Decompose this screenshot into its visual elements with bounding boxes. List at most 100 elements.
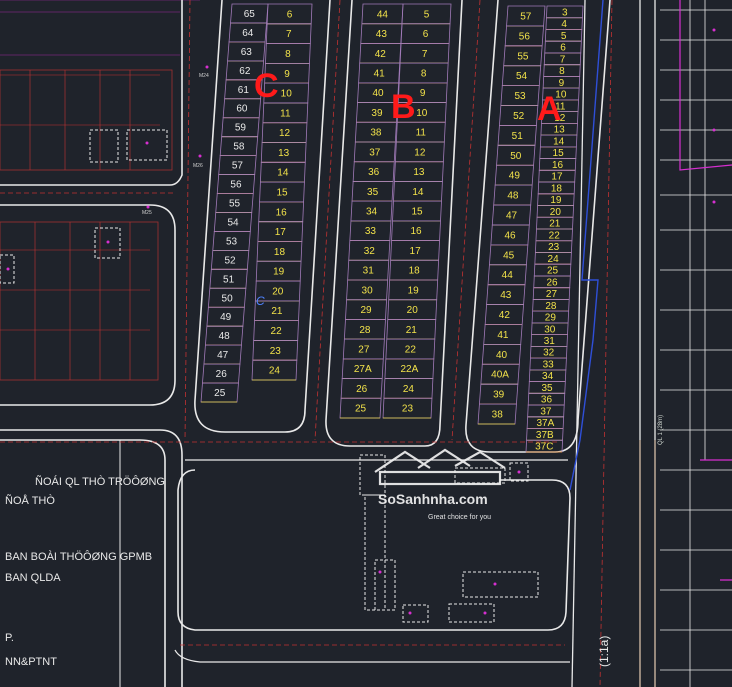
lot-number: 32 <box>543 348 555 359</box>
lot-number: 55 <box>517 51 529 62</box>
lot-number: 19 <box>550 195 562 206</box>
lot-number: 28 <box>359 325 371 336</box>
lot-number: 49 <box>509 171 521 182</box>
right-neighborhood <box>660 0 732 687</box>
right-magenta-line <box>679 0 732 581</box>
road-outlines <box>0 0 656 687</box>
lot-number: 9 <box>420 88 426 99</box>
lot-number: 18 <box>274 247 286 258</box>
lot-number: 40 <box>373 88 385 99</box>
block-label-a: A <box>537 90 562 128</box>
lot-number: 9 <box>559 78 565 89</box>
lot-number: 11 <box>416 128 427 139</box>
lot-number: 57 <box>520 11 532 22</box>
lot-number: 12 <box>554 113 566 124</box>
lot-number: 40 <box>496 350 508 361</box>
lot-number: 55 <box>229 199 241 210</box>
lot-number: 48 <box>219 331 231 342</box>
lot-number: 19 <box>273 267 285 278</box>
lot-number: 42 <box>499 310 511 321</box>
lot-number: 52 <box>513 111 525 122</box>
lot-number: 13 <box>278 148 290 159</box>
lot-number: 40A <box>491 370 509 381</box>
lot-number: 14 <box>553 136 565 147</box>
lot-number: 53 <box>226 236 238 247</box>
lot-number: 65 <box>244 9 256 20</box>
lot-number: 43 <box>376 29 388 40</box>
lot-number: 8 <box>285 49 291 60</box>
lot-number: 50 <box>510 151 522 162</box>
lot-number: 21 <box>549 219 561 230</box>
lot-number: 12 <box>414 147 426 158</box>
lot-number: 56 <box>230 180 242 191</box>
lot-number: 27 <box>546 289 558 300</box>
lot-number: 41 <box>374 69 386 80</box>
lot-number: 52 <box>225 255 237 266</box>
lot-number: 58 <box>233 142 245 153</box>
lot-number: 25 <box>214 388 226 399</box>
lot-number: 30 <box>362 285 374 296</box>
lot-number: 29 <box>545 313 557 324</box>
lot-number: 18 <box>409 266 421 277</box>
lot-number: 7 <box>286 29 292 40</box>
lot-number: 22A <box>400 364 418 375</box>
lot-number: 16 <box>276 207 288 218</box>
lot-number: 33 <box>543 359 555 370</box>
lot-number: 32 <box>364 246 376 257</box>
office-label-line1: ÑOÁI QL THÒ TRÖÔØNG <box>35 475 165 488</box>
lot-number: 54 <box>227 217 239 228</box>
lot-number: 23 <box>548 242 560 253</box>
lot-number: 8 <box>421 69 427 80</box>
lot-number: 22 <box>271 326 283 337</box>
ban-label-line1: BAN BOÀI THÖÔØNG GPMB <box>5 550 152 563</box>
lot-number: 39 <box>371 108 383 119</box>
lot-number: 13 <box>413 167 425 178</box>
lot-number: 9 <box>284 69 290 80</box>
lot-number: 62 <box>239 66 251 77</box>
lot-number: 33 <box>365 226 377 237</box>
lot-number: 47 <box>506 211 518 222</box>
lot-number: 15 <box>411 207 423 218</box>
watermark-house-icon <box>374 448 506 486</box>
lot-number: 46 <box>505 230 517 241</box>
lot-number: 34 <box>366 207 378 218</box>
lot-number: 26 <box>216 369 228 380</box>
office-label-line2: ÑOÅ THÒ <box>5 494 55 507</box>
lot-number: 42 <box>375 49 387 60</box>
lot-number: 36 <box>368 167 380 178</box>
lot-number: 39 <box>493 390 505 401</box>
lot-number: 6 <box>423 29 429 40</box>
lot-number: 7 <box>422 49 428 60</box>
marker-m26: M26 <box>193 163 203 169</box>
lot-number: 4 <box>561 19 567 30</box>
nn-label: NN&PTNT <box>5 656 57 668</box>
lot-number: 24 <box>269 366 281 377</box>
lot-number: 20 <box>407 305 419 316</box>
lot-number: 47 <box>217 350 229 361</box>
lot-number: 14 <box>412 187 424 198</box>
lot-number: 13 <box>554 125 566 136</box>
lot-number: 51 <box>512 131 524 142</box>
lot-number: 21 <box>271 306 283 317</box>
p-label: P. <box>5 632 14 644</box>
lot-number: 34 <box>542 371 554 382</box>
lot-number: 6 <box>560 43 566 54</box>
lot-number: 60 <box>236 104 248 115</box>
lot-number: 20 <box>550 207 562 218</box>
lot-number: 7 <box>560 54 566 65</box>
building-dots <box>6 28 716 615</box>
lot-number: 22 <box>549 230 561 241</box>
lot-number: 24 <box>548 254 560 265</box>
block-label-b: B <box>391 88 416 126</box>
marker-m24: M24 <box>199 73 209 79</box>
lot-number: 37A <box>536 418 554 429</box>
lot-number: 49 <box>220 312 232 323</box>
lot-number: 24 <box>403 384 415 395</box>
lot-number: 12 <box>279 128 291 139</box>
watermark-brand: SoSanhnha.com <box>378 491 488 507</box>
lot-number: 21 <box>406 325 418 336</box>
lot-number: 17 <box>551 172 563 183</box>
blue-boundary <box>569 0 604 491</box>
lot-number: 16 <box>410 226 422 237</box>
